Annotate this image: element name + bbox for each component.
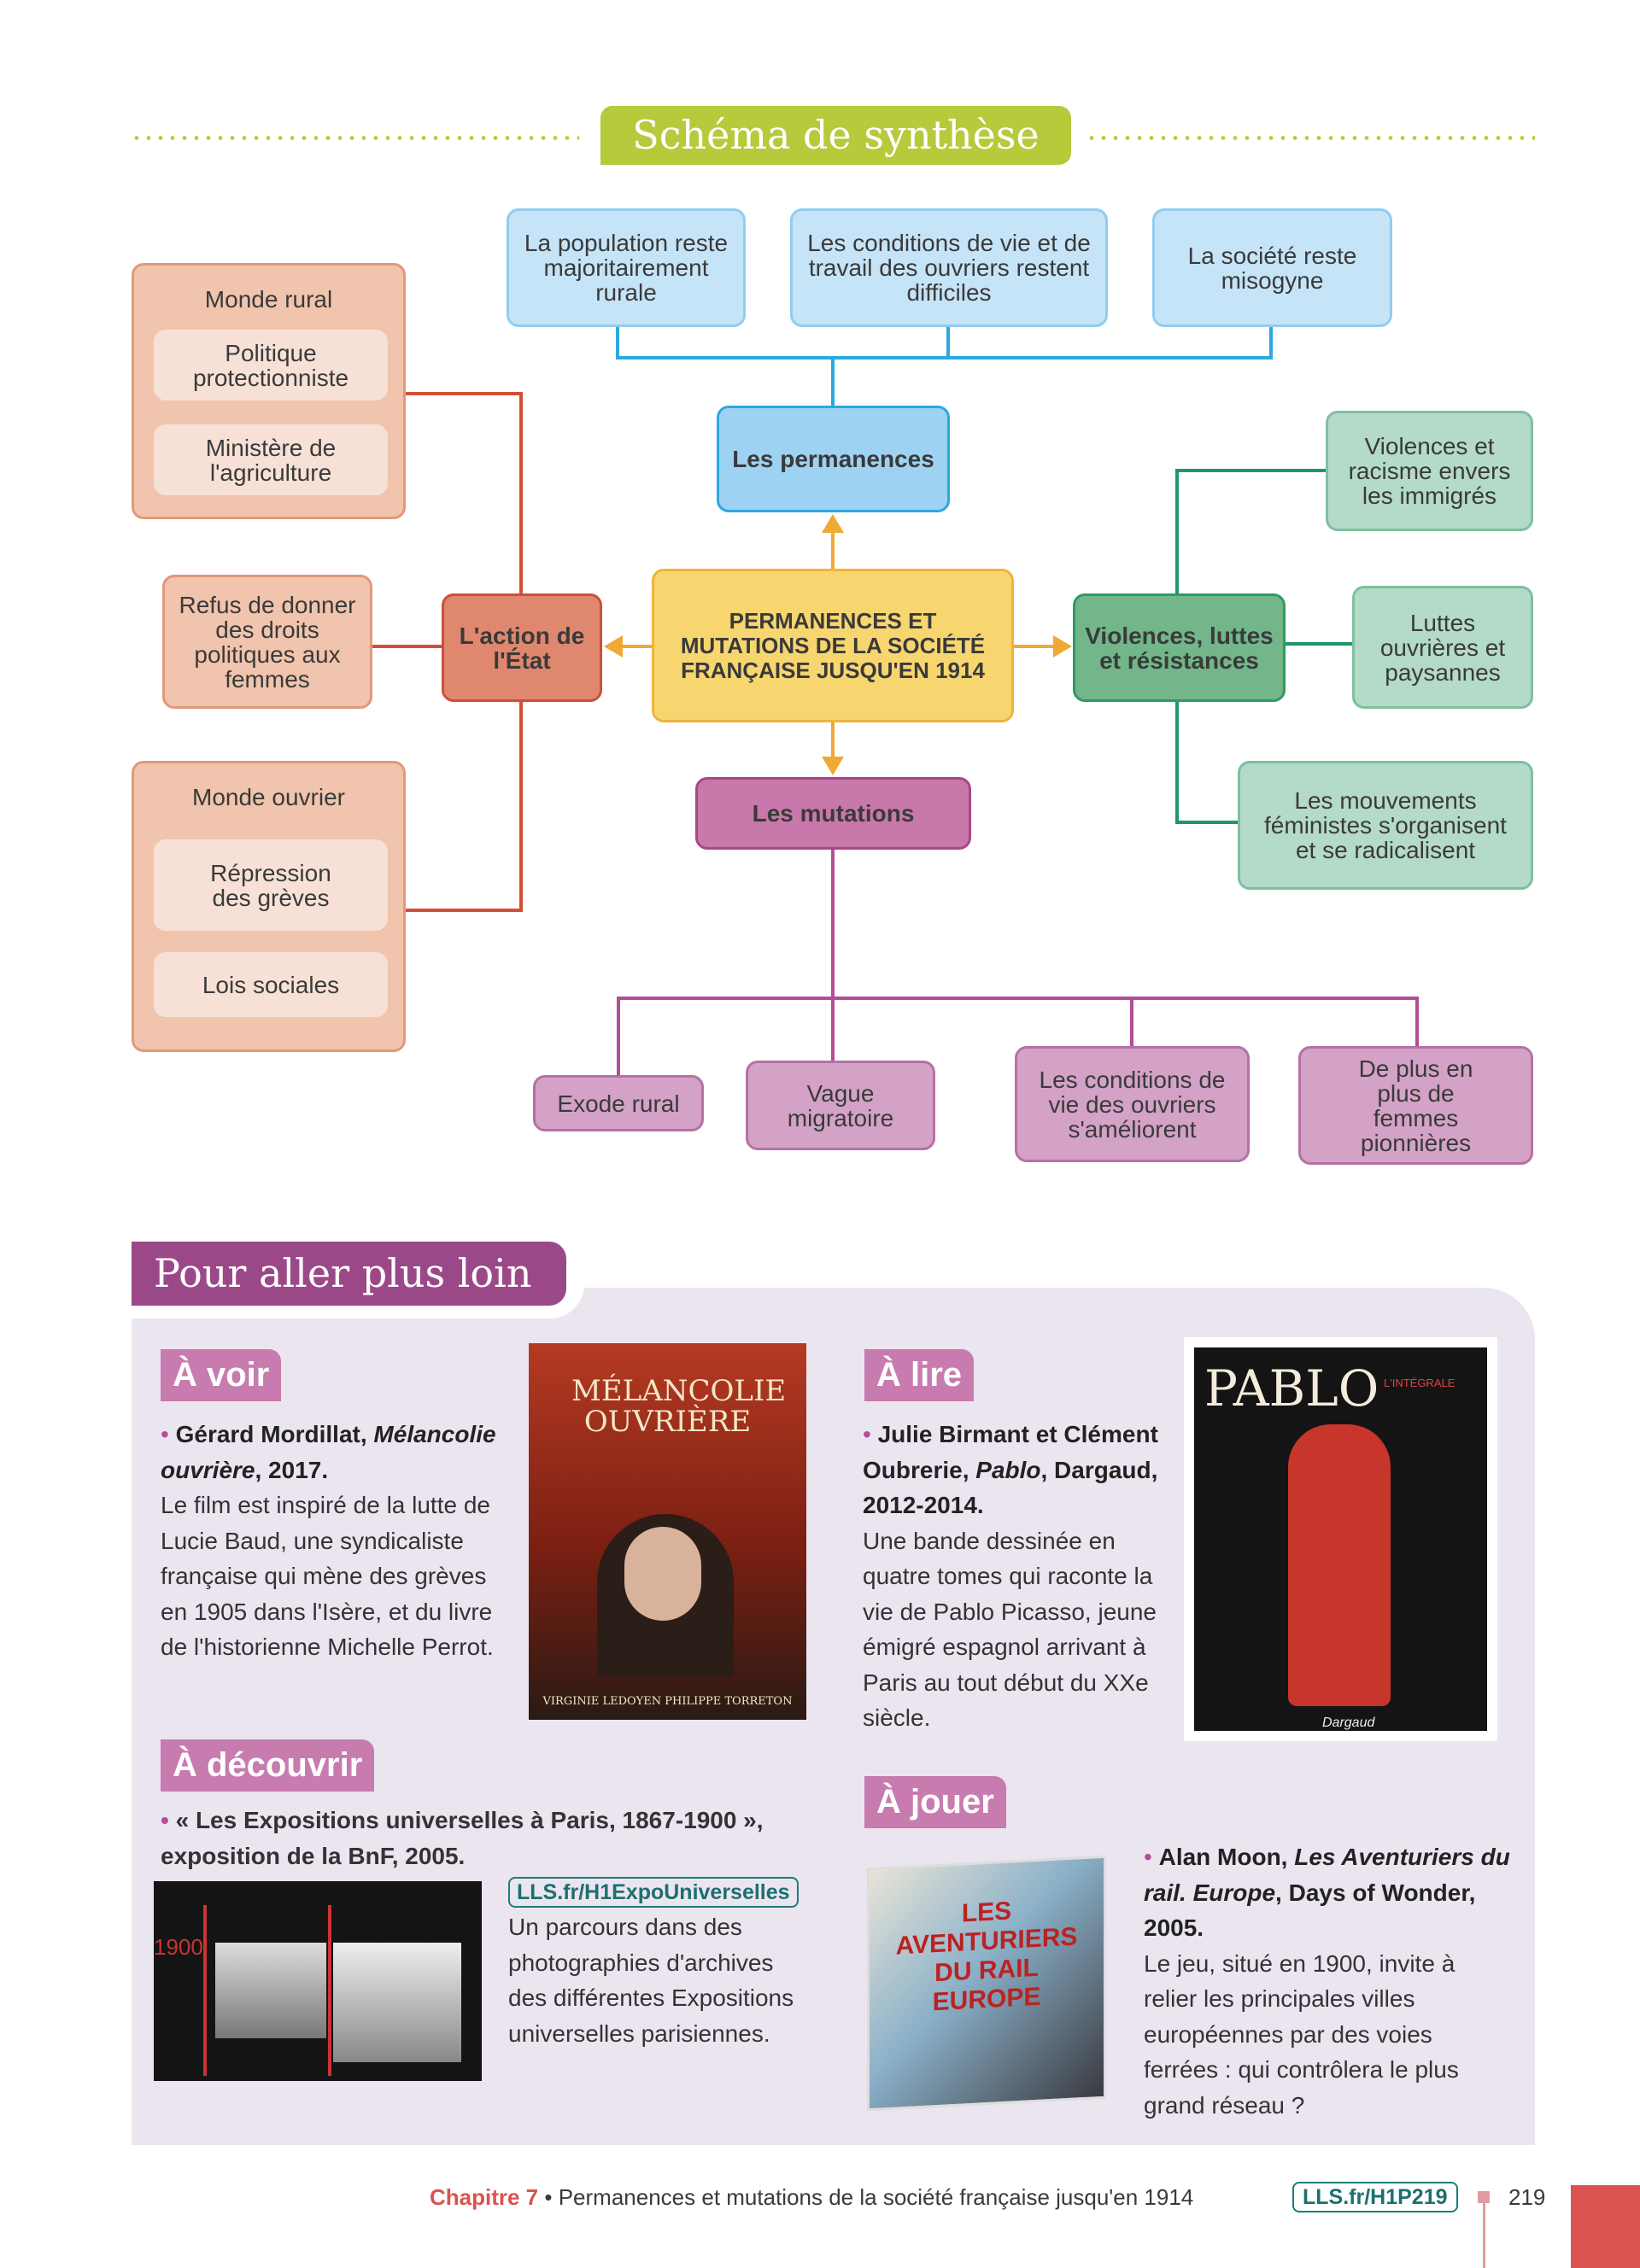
board-game-image: LES AVENTURIERS DU RAIL EUROPE [867, 1855, 1106, 2112]
violences-item: Violences et racisme envers les immigrés [1326, 411, 1533, 531]
mutations-node: Les mutations [695, 777, 971, 850]
group-title: Monde rural [204, 286, 333, 313]
permanence-item: La population reste majoritairement rura… [507, 208, 746, 327]
a-decouvrir-label: À découvrir [161, 1739, 375, 1792]
etat-item: Politique protectionniste [154, 330, 388, 400]
etat-item: Répression des grèves [154, 839, 388, 931]
group-title: Monde ouvrier [192, 784, 345, 810]
dotted-rule-right [1086, 136, 1535, 140]
section-title: Schéma de synthèse [600, 106, 1071, 165]
plus-loin-title: Pour aller plus loin [132, 1242, 566, 1306]
violences-item: Luttes ouvrières et paysannes [1352, 586, 1533, 709]
mutation-item: Vague migratoire [746, 1061, 935, 1150]
a-voir-text: • Gérard Mordillat, Mélancolie ouvrière,… [161, 1421, 496, 1660]
permanence-item: Les conditions de vie et de travail des … [790, 208, 1108, 327]
a-decouvrir-text: Un parcours dans des photographies d'arc… [508, 1914, 794, 2047]
expo-link[interactable]: LLS.fr/H1ExpoUniverselles [508, 1877, 799, 1908]
refus-droits-node: Refus de donner des droits politiques au… [162, 575, 372, 709]
comic-cover-image: PABLO L'INTÉGRALE Dargaud [1184, 1337, 1497, 1741]
central-theme: PERMANENCES ET MUTATIONS DE LA SOCIÉTÉ F… [652, 569, 1014, 722]
violences-node: Violences, luttes et résistances [1073, 593, 1286, 702]
monde-rural-group: Monde rural Politique protectionniste Mi… [132, 263, 406, 519]
page-marker-line [1483, 2203, 1485, 2268]
dotted-rule-left [131, 136, 579, 140]
permanences-node: Les permanences [717, 406, 950, 512]
page-number: 219 [1508, 2184, 1546, 2210]
film-poster-image: MÉLANCOLIE OUVRIÈRE VIRGINIE LEDOYEN PHI… [529, 1343, 806, 1720]
footer-chapter: Chapitre 7 • Permanences et mutations de… [430, 2184, 1194, 2210]
action-etat-node: L'action de l'État [442, 593, 602, 702]
mutation-item: Exode rural [533, 1075, 704, 1131]
a-decouvrir-title: • « Les Expositions universelles à Paris… [161, 1807, 764, 1869]
corner-tab [1571, 2185, 1640, 2268]
violences-item: Les mouvements féministes s'organisent e… [1238, 761, 1533, 890]
mutation-item: De plus en plus de femmes pionnières [1298, 1046, 1533, 1165]
permanence-item: La société reste misogyne [1152, 208, 1392, 327]
a-lire-label: À lire [864, 1349, 975, 1401]
mutation-item: Les conditions de vie des ouvriers s'amé… [1015, 1046, 1250, 1162]
a-voir-label: À voir [161, 1349, 282, 1401]
a-lire-text: • Julie Birmant et Clément Oubrerie, Pab… [863, 1421, 1158, 1731]
exposition-image: 1900 [154, 1881, 482, 2081]
a-jouer-text: • Alan Moon, Les Aventuriers du rail. Eu… [1144, 1844, 1510, 2119]
a-jouer-label: À jouer [864, 1776, 1006, 1828]
etat-item: Ministère de l'agriculture [154, 424, 388, 495]
monde-ouvrier-group: Monde ouvrier Répression des grèves Lois… [132, 761, 406, 1052]
etat-item: Lois sociales [154, 952, 388, 1017]
footer-link[interactable]: LLS.fr/H1P219 [1292, 2182, 1458, 2212]
page-marker [1478, 2191, 1490, 2203]
